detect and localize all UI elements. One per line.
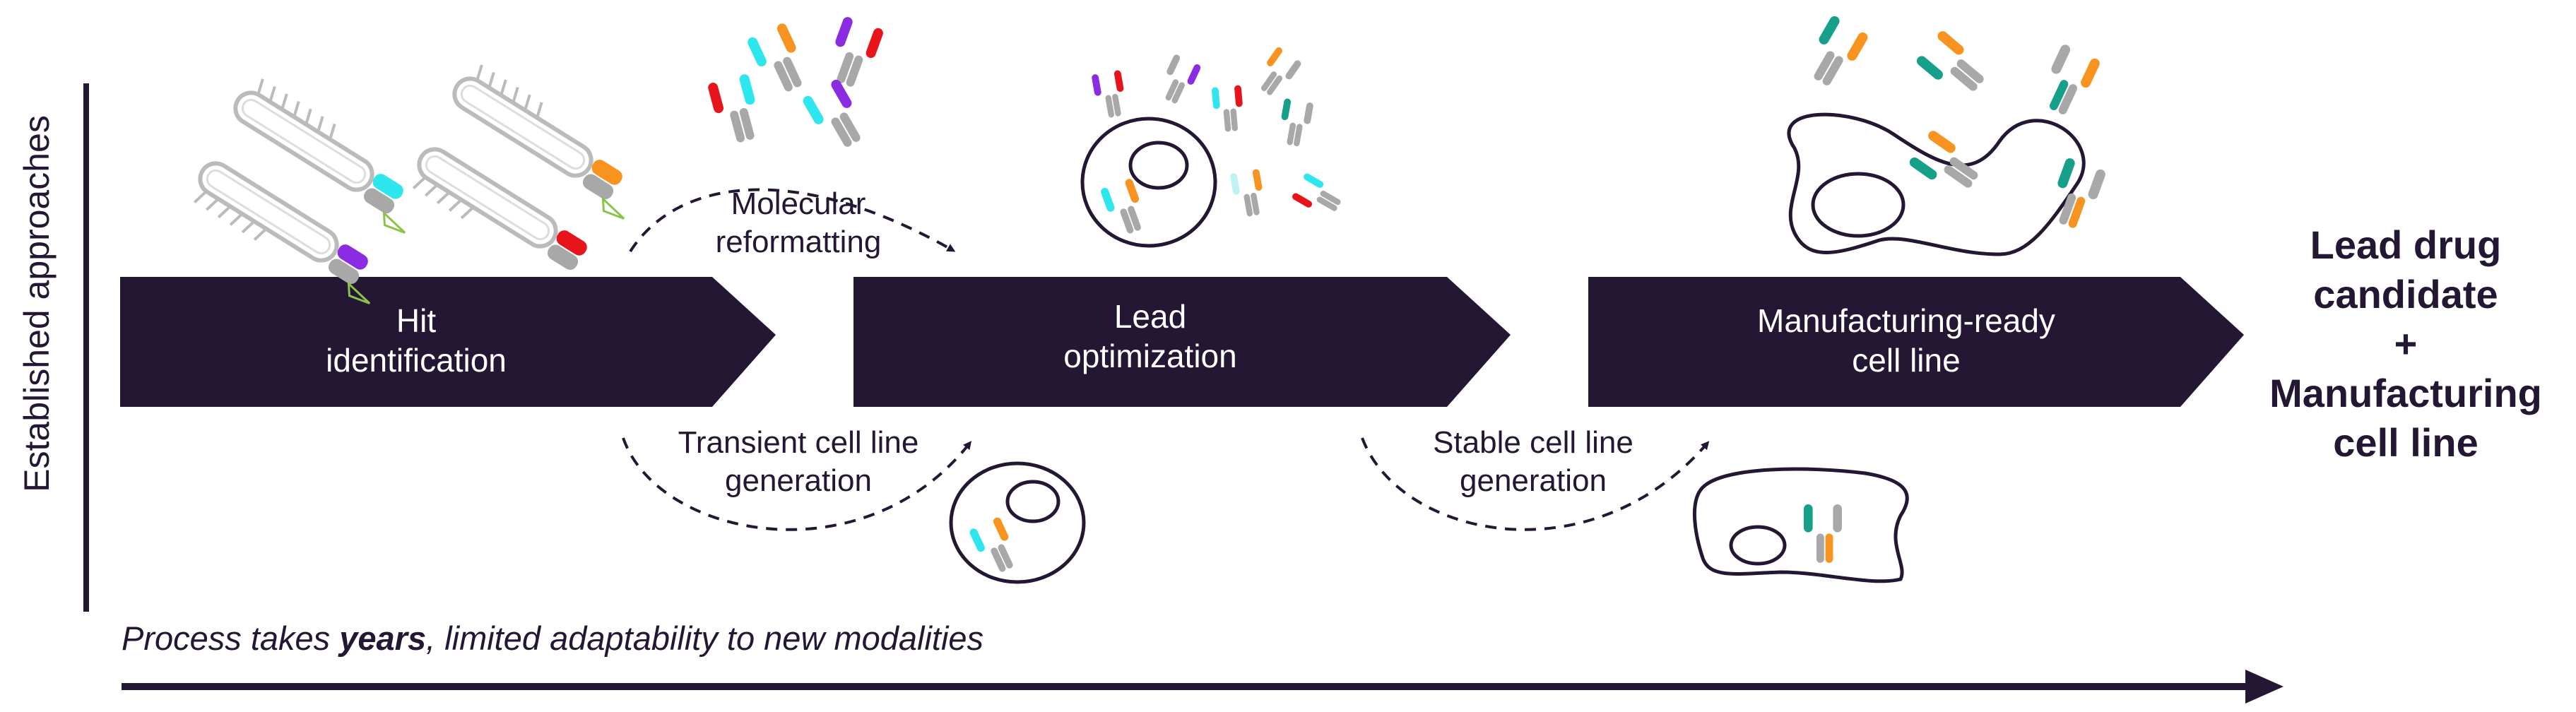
antibody-icon bbox=[1909, 131, 1978, 188]
antibody-icon bbox=[835, 17, 883, 87]
stage-label-hit-identification: Hit identification bbox=[326, 302, 507, 379]
cell-icon bbox=[1787, 112, 2086, 256]
phage-icon bbox=[233, 78, 406, 234]
cell-nucleus-icon bbox=[1811, 172, 1906, 238]
antibody-icon bbox=[1261, 47, 1301, 95]
stage-label-manufacturing-ready: Manufacturing-ready cell line bbox=[1757, 302, 2055, 379]
arc-label-transient: Transient cell line generation bbox=[678, 425, 919, 498]
antibody-icon bbox=[1092, 70, 1124, 118]
cell-icon bbox=[949, 461, 1086, 584]
cell-nucleus-icon bbox=[1128, 141, 1189, 190]
arc-transient bbox=[622, 437, 972, 531]
antibody-icon bbox=[708, 74, 755, 143]
timeline-prefix: Process takes bbox=[122, 619, 340, 657]
antibody-icon bbox=[969, 517, 1013, 572]
cell-icon bbox=[1080, 117, 1217, 248]
timeline-arrowhead bbox=[2245, 670, 2283, 704]
side-label-text: Established approaches bbox=[17, 115, 57, 492]
antibody-icon bbox=[748, 23, 802, 92]
arc-label-stable: Stable cell line generation bbox=[1433, 425, 1633, 498]
side-divider bbox=[83, 83, 89, 612]
antibody-icon bbox=[1101, 179, 1141, 234]
stage-arrow-hit-identification bbox=[120, 277, 776, 407]
antibody-icon bbox=[1281, 98, 1313, 147]
cell-nucleus-icon bbox=[1005, 480, 1060, 523]
arc-stable bbox=[1361, 437, 1710, 531]
antibody-icon bbox=[1916, 31, 1984, 91]
antibody-icon bbox=[2057, 158, 2105, 228]
phage-icon bbox=[452, 64, 625, 220]
timeline-suffix: , limited adaptability to new modalities bbox=[426, 619, 984, 657]
result-label: Lead drug candidate + Manufacturing cell… bbox=[2240, 220, 2572, 468]
antibody-icon bbox=[803, 79, 861, 147]
cell-nucleus-icon bbox=[1729, 525, 1787, 566]
phage-icon bbox=[412, 147, 587, 270]
timeline-caption: Process takes years, limited adaptabilit… bbox=[122, 619, 983, 658]
stage-arrow-manufacturing bbox=[1588, 277, 2244, 407]
stage-label-lead-optimization: Lead optimization bbox=[1063, 298, 1237, 374]
phage-icon bbox=[193, 161, 371, 304]
antibody-icon bbox=[2049, 44, 2100, 114]
timeline-emphasis: years bbox=[339, 619, 427, 657]
antibody-icon bbox=[1804, 504, 1842, 563]
antibody-icon bbox=[1165, 54, 1201, 104]
result-line1: Lead drug candidate bbox=[2310, 222, 2502, 316]
stage-arrow-lead-optimization bbox=[853, 277, 1511, 407]
cell-icon bbox=[1693, 467, 1909, 583]
antibody-icon bbox=[1230, 169, 1263, 217]
result-line2: Manufacturing cell line bbox=[2269, 371, 2542, 465]
antibody-icon bbox=[1292, 173, 1341, 211]
arc-molecular-reformatting bbox=[629, 188, 956, 253]
arc-label-molecular-reformatting: Molecular reformatting bbox=[715, 186, 882, 259]
antibody-icon bbox=[1814, 16, 1868, 85]
antibody-icon bbox=[1212, 85, 1243, 132]
result-plus: + bbox=[2394, 321, 2418, 366]
